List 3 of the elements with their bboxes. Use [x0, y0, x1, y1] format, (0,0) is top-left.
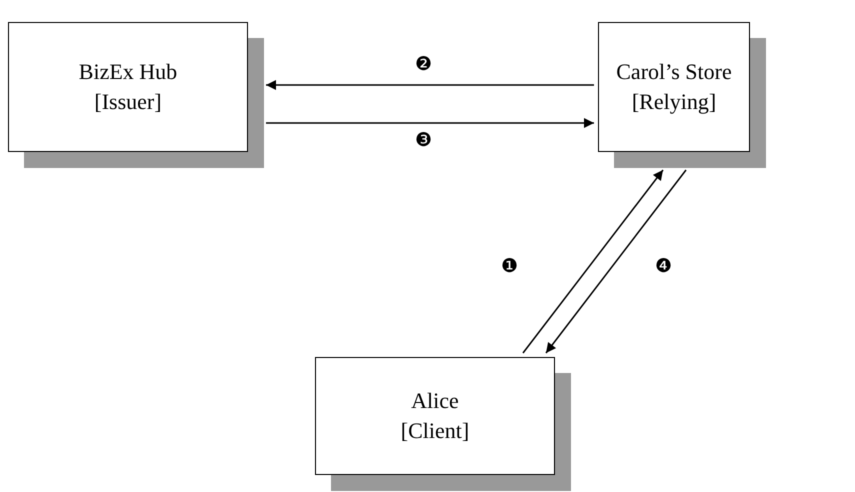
node-label: Carol’s Store [Relying]	[615, 58, 733, 116]
node-label: Alice [Client]	[400, 387, 470, 445]
node-label: BizEx Hub [Issuer]	[78, 58, 178, 116]
